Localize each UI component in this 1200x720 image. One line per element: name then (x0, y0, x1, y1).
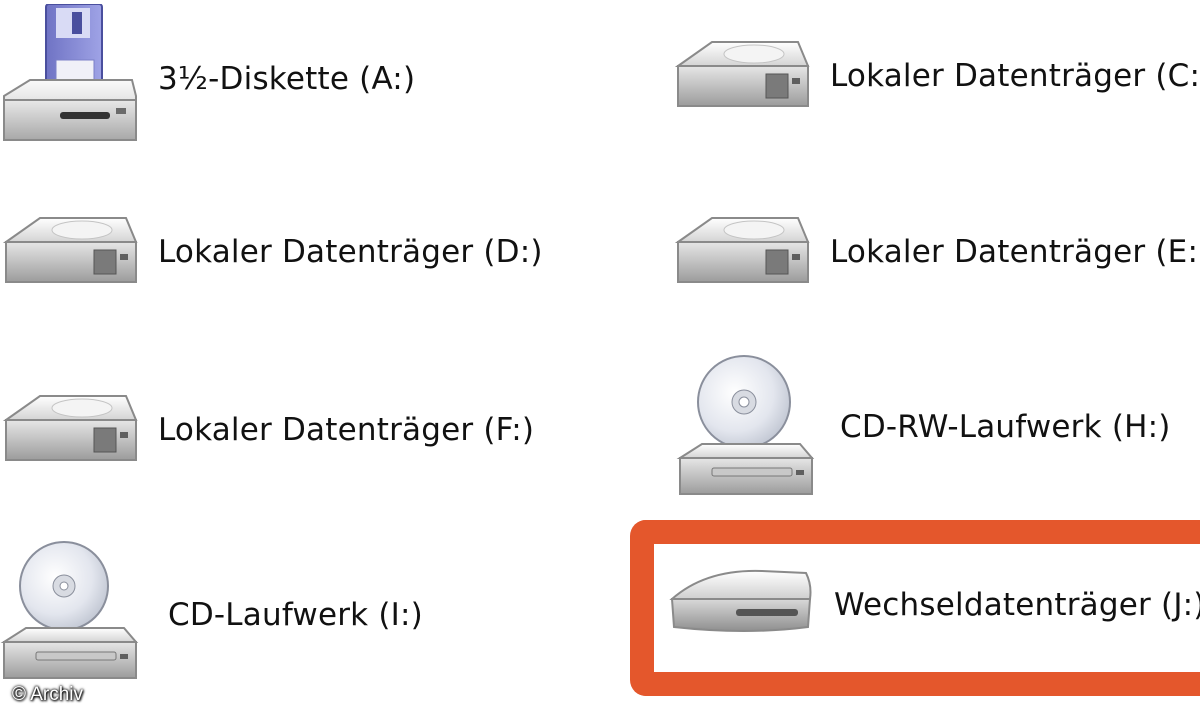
hard-drive-icon (2, 395, 138, 461)
drive-item-cd-i[interactable]: CD-Laufwerk (I:) (0, 540, 423, 690)
drive-item-local-e[interactable]: Lokaler Datenträger (E:) (672, 212, 1200, 292)
drive-item-local-c[interactable]: Lokaler Datenträger (C:) (672, 36, 1200, 116)
floppy-drive-icon (3, 4, 137, 141)
cd-drive-icon (0, 541, 139, 679)
drive-item-local-d[interactable]: Lokaler Datenträger (D:) (0, 212, 543, 292)
drive-label: CD-Laufwerk (I:) (168, 597, 423, 633)
hard-drive-icon (2, 217, 138, 283)
copyright-watermark: © Archiv (12, 684, 84, 705)
drive-label: Lokaler Datenträger (E:) (830, 234, 1200, 270)
cd-drive-icon (676, 355, 815, 495)
drive-item-local-f[interactable]: Lokaler Datenträger (F:) (0, 390, 534, 470)
drive-item-cdrw-h[interactable]: CD-RW-Laufwerk (H:) (672, 352, 1171, 502)
drive-label: Lokaler Datenträger (F:) (158, 412, 535, 448)
hard-drive-icon (674, 41, 810, 107)
drive-label: CD-RW-Laufwerk (H:) (840, 409, 1171, 445)
removable-drive-icon (669, 569, 812, 632)
drive-label: 3½-Diskette (A:) (158, 61, 416, 97)
drive-label: Wechseldatenträger (J:) (834, 587, 1200, 623)
drive-label: Lokaler Datenträger (D:) (158, 234, 543, 270)
hard-drive-icon (674, 217, 810, 283)
drive-item-floppy-a[interactable]: 3½-Diskette (A:) (0, 4, 415, 154)
drive-item-removable-j[interactable]: Wechseldatenträger (J:) (666, 565, 1200, 645)
drive-label: Lokaler Datenträger (C:) (830, 58, 1200, 94)
